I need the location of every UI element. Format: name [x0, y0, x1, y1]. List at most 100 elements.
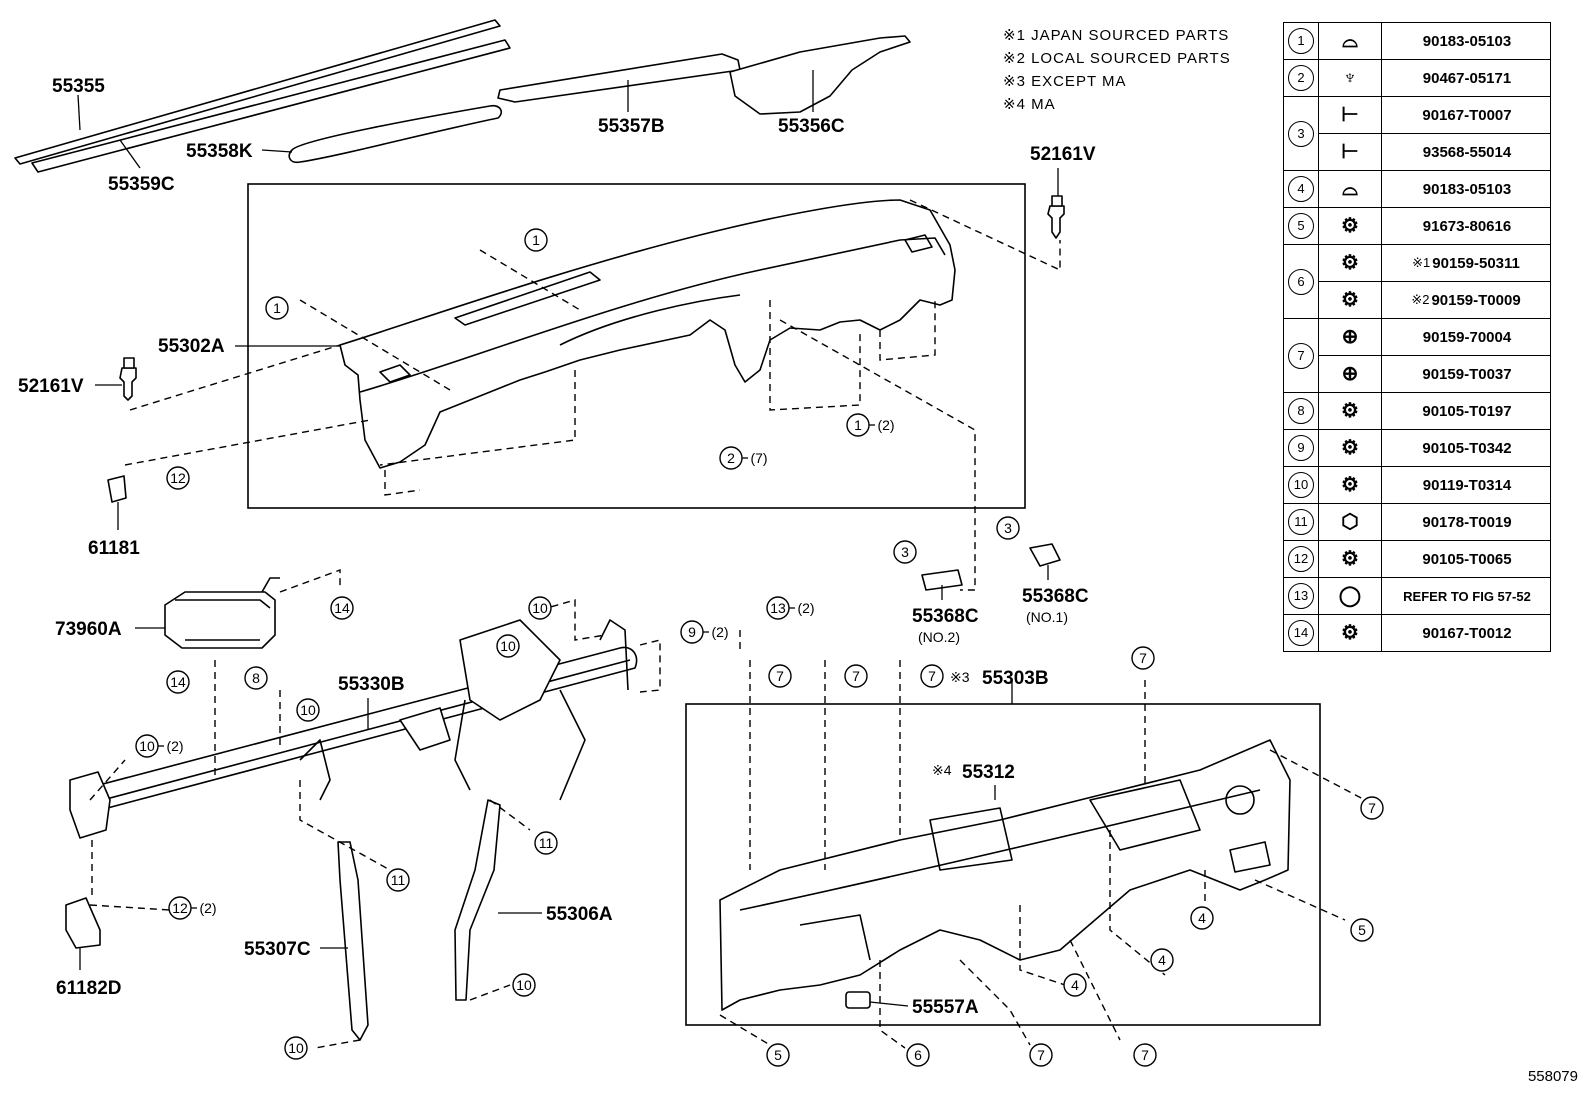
fastener-glyph: ⊕: [1341, 363, 1359, 385]
fastener-part-number: 91673-80616: [1381, 207, 1551, 245]
callout-circle: [1350, 918, 1374, 942]
legend-mark-1: ※1: [1003, 27, 1026, 44]
part-number: 90105-T0342: [1422, 439, 1512, 457]
callout-number: 7: [776, 668, 784, 684]
brace-55306A: [454, 799, 501, 1001]
part-number: 90159-70004: [1422, 328, 1512, 346]
panel-55357B: [497, 53, 741, 103]
fastener-part-number: 90119-T0314: [1381, 466, 1551, 504]
callout-circle: [528, 596, 552, 620]
fastener-number: 8: [1288, 398, 1314, 424]
callout-number: 2: [727, 450, 735, 466]
label-55330B: 55330B: [338, 674, 405, 695]
callout-number: 10: [532, 600, 548, 616]
label-55303B-mark: ※3: [950, 669, 970, 685]
fastener-number-cell: 2: [1283, 59, 1319, 97]
callout-quantity: (2): [877, 417, 894, 433]
fastener-number-cell: 5: [1283, 207, 1319, 245]
fastener-glyph: ⌓: [1342, 178, 1358, 200]
fastener-part-number: 93568-55014: [1381, 133, 1551, 171]
callout-number: 1: [854, 417, 862, 433]
callout-circle: [996, 516, 1020, 540]
fastener-part-number: 90178-T0019: [1381, 503, 1551, 541]
part-number: 90467-05171: [1422, 69, 1512, 87]
screw-icon: ⊢: [1318, 96, 1382, 134]
label-55303B: 55303B: [982, 668, 1049, 689]
fastener-row: 9⚙90105-T0342: [1283, 429, 1551, 467]
callout-number: 12: [170, 470, 186, 486]
fastener-number: 5: [1288, 213, 1314, 239]
part-number: 90178-T0019: [1422, 513, 1512, 531]
fastener-part-number: 90159-70004: [1381, 318, 1551, 356]
fastener-row: 8⚙90105-T0197: [1283, 392, 1551, 430]
callout-circle: [1131, 646, 1155, 670]
callout-quantity: (2): [166, 738, 183, 754]
svg-text:※4 MA: ※4 MA: [1003, 96, 1056, 113]
callout-circle: [1360, 796, 1384, 820]
fastener-number: 2: [1288, 65, 1314, 91]
brace-55307C: [337, 841, 369, 1041]
callout-circle: [386, 868, 410, 892]
fastener-glyph: ⌓: [1342, 30, 1358, 52]
label-55368C-no1-sub: (NO.1): [1026, 609, 1068, 625]
fastener-glyph: ⚙: [1341, 215, 1359, 237]
callout-number: 1: [532, 232, 540, 248]
fastener-part-number: 90105-T0065: [1381, 540, 1551, 578]
panel-55358K: [288, 104, 502, 164]
label-55368C-no1: 55368C: [1022, 586, 1089, 607]
instrument-panel-55302A: [339, 199, 956, 469]
fastener-row: 2♆ 90467-05171: [1283, 59, 1551, 97]
callout-number: 7: [1141, 1047, 1149, 1063]
fastener-number: 14: [1288, 620, 1314, 646]
callout-number: 14: [334, 600, 350, 616]
callout-circle: [265, 296, 289, 320]
callout-number: 7: [1368, 800, 1376, 816]
callout-number: 3: [1004, 520, 1012, 536]
svg-text:※1 JAPAN SOURCED PARTS: ※1 JAPAN SOURCED PARTS: [1003, 27, 1229, 44]
fastener-glyph: ⚙: [1341, 252, 1359, 274]
fastener-glyph: ⚙: [1341, 548, 1359, 570]
reinforcement-beam-55330B: [69, 619, 638, 839]
callout-number: 10: [300, 702, 316, 718]
callout-number: 13: [770, 600, 786, 616]
callout-number: 7: [1037, 1047, 1045, 1063]
fastener-glyph: ⊢: [1341, 104, 1359, 126]
part-number: 90119-T0314: [1422, 476, 1512, 494]
part-number: 90183-05103: [1422, 32, 1512, 50]
fastener-number: 12: [1288, 546, 1314, 572]
nut-icon: ⬡: [1318, 503, 1382, 541]
callout-quantity: (2): [711, 624, 728, 640]
bolt-icon: ⚙: [1318, 614, 1382, 652]
clip-55368C-no1: [1029, 543, 1061, 567]
callout-circle: [284, 1036, 308, 1060]
callout-circle: [768, 664, 792, 688]
fastener-row: 12 ⚙ 90105-T0065: [1283, 540, 1551, 578]
label-55557A: 55557A: [912, 997, 979, 1018]
callout-circle: [1029, 1043, 1053, 1067]
bracket-61181: [107, 475, 127, 503]
fastener-part-number: 90167-T0007: [1381, 96, 1551, 134]
part-number: 90167-T0007: [1422, 106, 1512, 124]
fastener-number-cell: 6: [1283, 244, 1319, 319]
callout-circle: [1190, 906, 1214, 930]
callout-number: 5: [1358, 922, 1366, 938]
push-clip-icon: ♆: [1318, 59, 1382, 97]
clip-nut-icon: ⌓: [1318, 170, 1382, 208]
screw-icon: ⊕: [1318, 318, 1382, 356]
callout-number: 1: [273, 300, 281, 316]
fastener-row: 1⌓90183-05103: [1283, 22, 1551, 60]
callout-number: 7: [852, 668, 860, 684]
bolt-icon: ⚙: [1318, 281, 1382, 319]
fastener-row: ⊕90159-T0037: [1284, 355, 1551, 393]
panel-55356C: [729, 35, 911, 115]
svg-text:※2 LOCAL SOURCED PARTS: ※2 LOCAL SOURCED PARTS: [1003, 50, 1231, 67]
fastener-row: ⊢93568-55014: [1284, 133, 1551, 171]
callout-number: 4: [1198, 910, 1206, 926]
fastener-number-cell: 4: [1283, 170, 1319, 208]
screw-icon: ⊕: [1318, 355, 1382, 393]
callout-circle: [766, 1043, 790, 1067]
fastener-number-cell: 12: [1283, 540, 1319, 578]
